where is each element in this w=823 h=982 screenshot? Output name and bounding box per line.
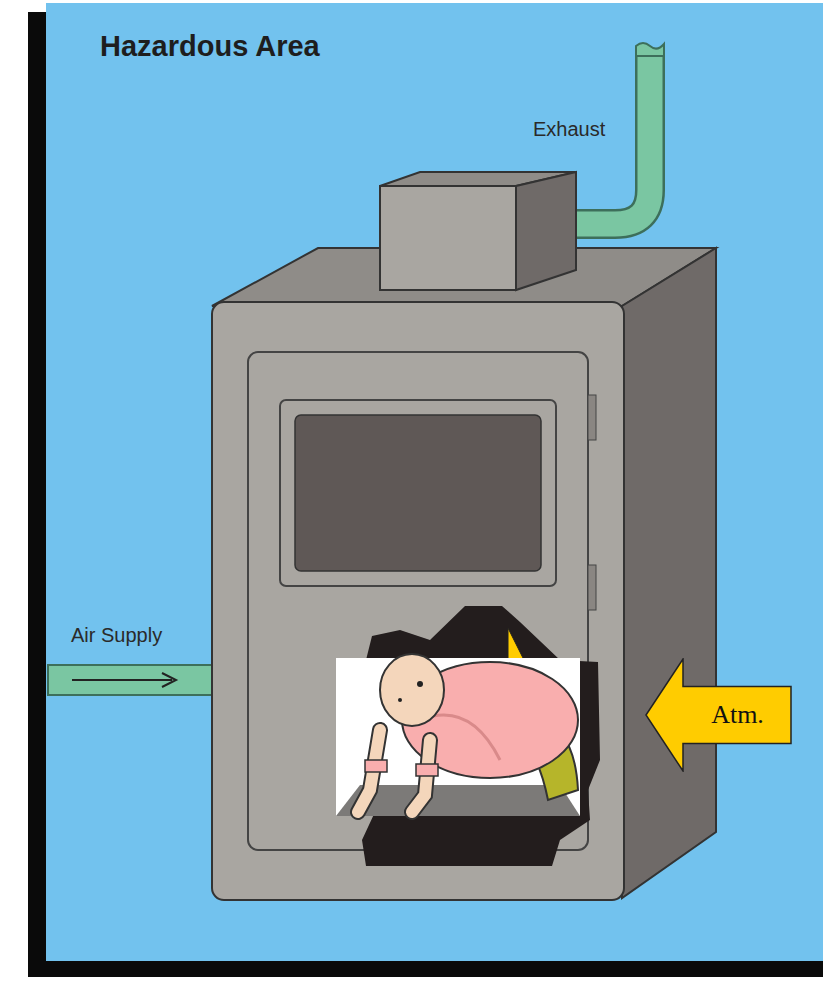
top-box (380, 186, 516, 290)
sleeve (416, 764, 438, 776)
title: Hazardous Area (100, 30, 320, 63)
pipe-end (636, 43, 664, 56)
hazard-ground (46, 3, 823, 961)
cabinet-front (212, 302, 624, 900)
arrow-fill (646, 659, 791, 771)
cabinet-side (622, 248, 716, 898)
flow-arrowhead (162, 673, 176, 687)
top-box-side (516, 172, 576, 290)
hinge (588, 395, 596, 440)
atmosphere-label: Atm. (711, 700, 764, 730)
pipe-label: Exhaust (533, 118, 605, 141)
eye (417, 681, 423, 687)
arrow-tip (508, 628, 524, 660)
window-frame (280, 400, 556, 586)
person-ground (336, 658, 580, 816)
atmosphere-arrow: Atm. (645, 658, 792, 772)
window (295, 415, 541, 571)
mouth (398, 698, 402, 702)
pipe-label: Air Supply (71, 624, 162, 647)
head (380, 654, 444, 726)
flow-arrow (72, 679, 172, 681)
sleeve (365, 760, 387, 772)
hinge (588, 565, 596, 610)
air-supply-pipe (48, 665, 214, 695)
door (248, 352, 588, 850)
